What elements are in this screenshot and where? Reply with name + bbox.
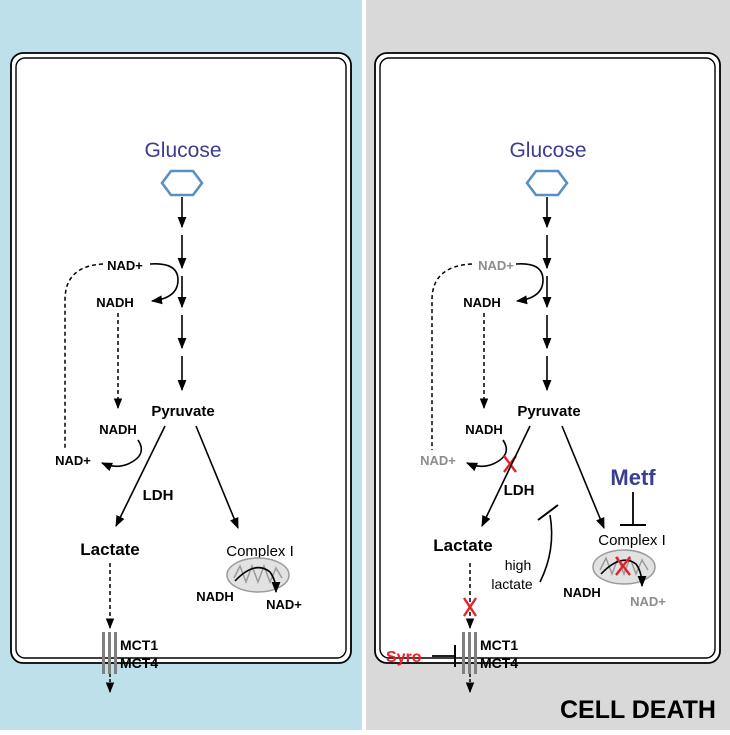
nad-recycle-dashed-right <box>431 263 489 450</box>
mct-transporter-icon <box>102 632 117 674</box>
nadh-mid-label-right: NADH <box>465 422 503 437</box>
nad-top-label-right: NAD+ <box>478 258 514 273</box>
glycolysis-arrows-right <box>515 197 552 392</box>
nadh-top-label-right: NADH <box>463 295 501 310</box>
pyruvate-to-lactate-arrow-right <box>481 425 531 528</box>
left-cell-membrane-outer <box>10 52 352 664</box>
nad-mid-label-right: NAD+ <box>420 453 456 468</box>
ldh-cofactor-arrow-right <box>465 439 508 472</box>
panel-divider <box>362 0 366 730</box>
nad-mito-label-right: NAD+ <box>630 594 666 609</box>
high-lactate-label-line1: high <box>505 557 531 573</box>
syro-label: Syro <box>386 649 422 666</box>
complex-i-block-cross-icon <box>615 556 631 576</box>
ldh-label-right: LDH <box>504 482 535 499</box>
left-cell: Glucose NAD+ NADH Pyruvate NADH NAD+ LDH… <box>10 52 352 694</box>
right-cell-membrane-inner <box>379 57 716 659</box>
lactate-label: Lactate <box>80 540 140 559</box>
high-lactate-label-line2: lactate <box>491 576 532 592</box>
high-lactate-inhibition-line <box>539 514 553 583</box>
glucose-hexagon-icon-right <box>525 169 569 197</box>
complex-i-reaction-arrow <box>234 566 281 594</box>
pyruvate-label-right: Pyruvate <box>517 403 580 420</box>
nadh-mito-label: NADH <box>196 589 234 604</box>
ldh-label: LDH <box>143 487 174 504</box>
glycolysis-arrows <box>149 197 187 392</box>
high-lactate-inhibition-bar <box>537 504 559 521</box>
pyruvate-label: Pyruvate <box>151 403 214 420</box>
cell-death-label: CELL DEATH <box>560 696 716 724</box>
lactate-label-right: Lactate <box>433 536 493 555</box>
nad-mid-label: NAD+ <box>55 453 91 468</box>
mct4-label: MCT4 <box>120 655 158 671</box>
nad-top-label: NAD+ <box>107 258 143 273</box>
metf-label: Metf <box>610 465 656 490</box>
complex-i-label-right: Complex I <box>598 532 666 549</box>
export-block-cross-icon <box>463 597 477 617</box>
pyruvate-to-mito-arrow-right <box>561 425 605 530</box>
nad-recycle-dashed <box>64 263 123 450</box>
glucose-label-right: Glucose <box>509 139 586 162</box>
mct1-label-right: MCT1 <box>480 637 518 653</box>
complex-i-reaction-arrow-right <box>600 559 647 588</box>
glucose-label: Glucose <box>144 139 221 162</box>
mct4-label-right: MCT4 <box>480 655 518 671</box>
glucose-hexagon-icon <box>160 169 204 197</box>
mitochondrion-icon <box>226 557 290 593</box>
nadh-mid-label: NADH <box>99 422 137 437</box>
pyruvate-to-mito-arrow <box>195 425 239 530</box>
right-cell: Glucose NAD+ NADH Pyruvate NADH NAD+ LDH… <box>374 52 721 724</box>
nadh-mito-label-right: NADH <box>563 585 601 600</box>
mct1-label: MCT1 <box>120 637 158 653</box>
pyruvate-to-lactate-arrow <box>115 425 166 528</box>
complex-i-label: Complex I <box>226 543 294 560</box>
nadh-top-label: NADH <box>96 295 134 310</box>
nad-mito-label: NAD+ <box>266 597 302 612</box>
mct-transporter-icon-right <box>462 632 477 674</box>
left-cell-membrane-inner <box>15 57 347 659</box>
ldh-cofactor-arrow <box>100 439 143 472</box>
